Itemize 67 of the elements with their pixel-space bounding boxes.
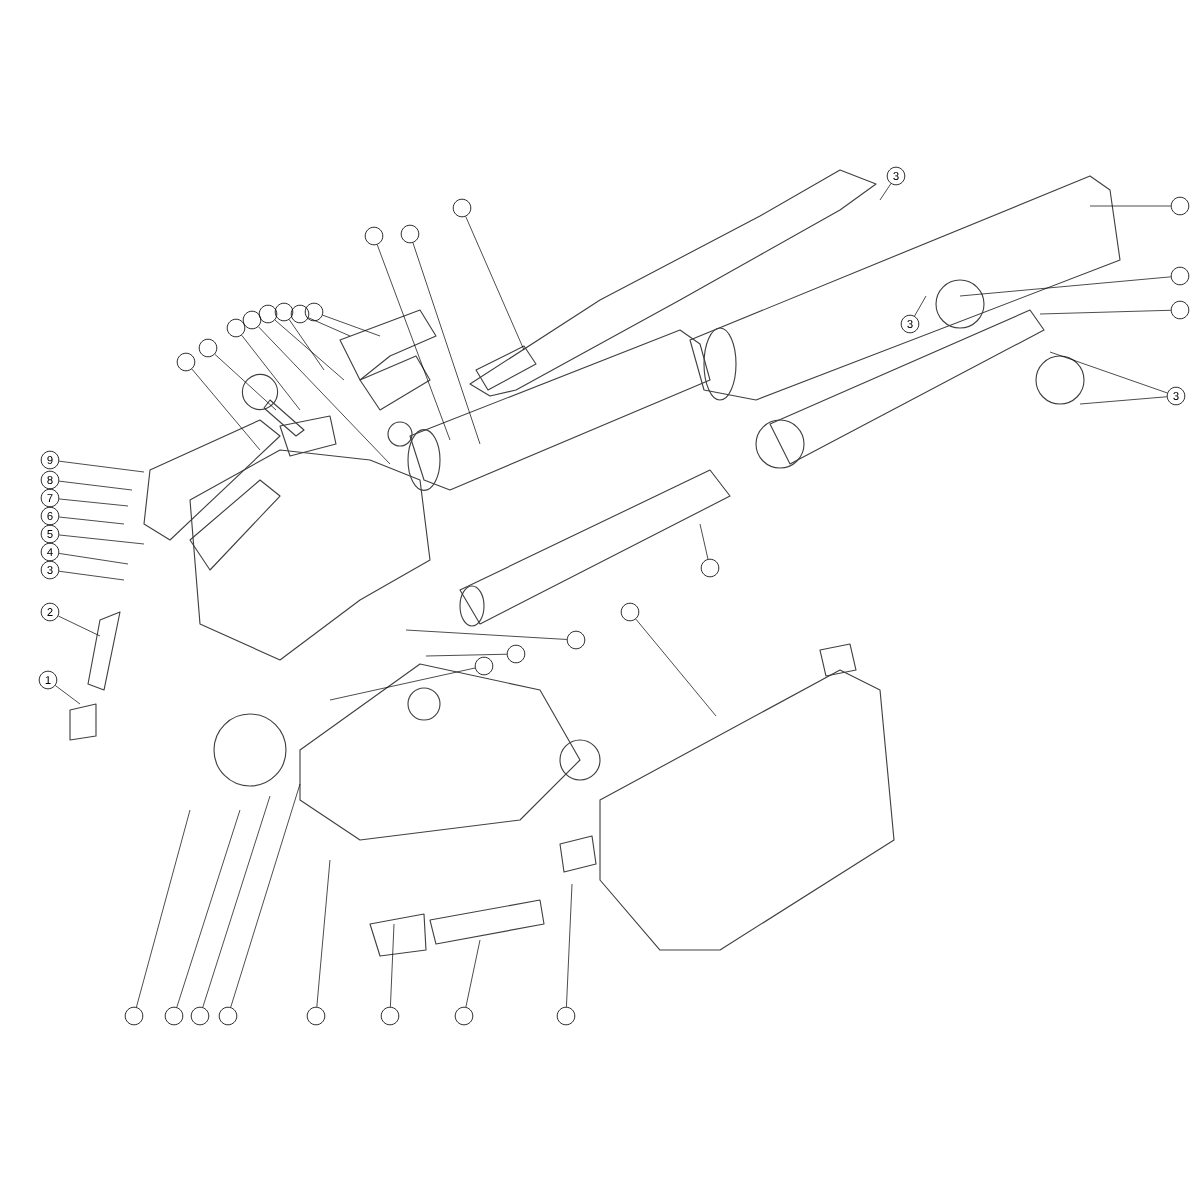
leader-line	[57, 615, 101, 637]
callout-circle	[190, 1006, 210, 1026]
leader-line	[55, 685, 81, 705]
leader-line	[566, 883, 573, 1008]
callout-circle	[176, 352, 196, 372]
callout-circle	[306, 1006, 326, 1026]
callout-circle	[620, 602, 640, 622]
leader-line	[58, 498, 129, 507]
callout-circle	[364, 226, 384, 246]
leader-line	[699, 523, 709, 560]
leader-line	[1049, 351, 1168, 394]
callout-circle	[1170, 196, 1190, 216]
callout-circle	[198, 338, 218, 358]
callout-circle	[454, 1006, 474, 1026]
leader-line	[58, 553, 129, 565]
leader-line	[136, 809, 191, 1008]
leader-line	[465, 216, 525, 351]
leader-line	[405, 629, 568, 640]
callout-circle	[566, 630, 586, 650]
leader-line	[58, 480, 133, 491]
callout-circle	[452, 198, 472, 218]
leader-line	[214, 353, 277, 411]
leader-line	[635, 618, 717, 717]
leader-line	[58, 570, 125, 581]
callout-circle	[506, 644, 526, 664]
callout-circle	[274, 302, 294, 322]
leader-line	[176, 809, 241, 1008]
callout-circle	[700, 558, 720, 578]
callout-circle	[290, 304, 310, 324]
leader-line	[376, 244, 451, 441]
leader-line	[58, 460, 145, 473]
callout-circle	[242, 310, 262, 330]
callout-circle	[380, 1006, 400, 1026]
leader-line	[258, 326, 391, 465]
leader-line	[329, 667, 476, 701]
leader-line	[1039, 309, 1172, 315]
callout-circle	[124, 1006, 144, 1026]
leader-line	[58, 516, 125, 525]
callout-circle	[164, 1006, 184, 1026]
leader-line	[465, 939, 481, 1008]
leader-line	[879, 183, 892, 201]
callout-circle	[218, 1006, 238, 1026]
leader-line	[322, 314, 381, 337]
leader-line	[241, 334, 301, 411]
callout-circle	[226, 318, 246, 338]
leader-line	[288, 319, 325, 371]
leader-line	[316, 859, 331, 1008]
callout-circle	[400, 224, 420, 244]
leader-line	[202, 795, 271, 1008]
callout-circle	[556, 1006, 576, 1026]
callout-circle	[1170, 300, 1190, 320]
leader-line	[959, 276, 1172, 297]
leader-line	[1089, 205, 1172, 207]
leader-line	[191, 368, 261, 451]
leader-line	[1079, 396, 1168, 405]
callout-circle	[474, 656, 494, 676]
leader-line	[412, 242, 481, 445]
callout-circle	[304, 302, 324, 322]
leader-line	[390, 923, 395, 1008]
callout-circle	[1170, 266, 1190, 286]
leader-line	[274, 319, 345, 381]
callout-circle	[258, 304, 278, 324]
leader-line	[914, 295, 927, 317]
leader-line	[425, 653, 508, 657]
leader-line	[308, 317, 351, 337]
leader-line	[58, 534, 145, 545]
leader-line	[230, 783, 301, 1008]
